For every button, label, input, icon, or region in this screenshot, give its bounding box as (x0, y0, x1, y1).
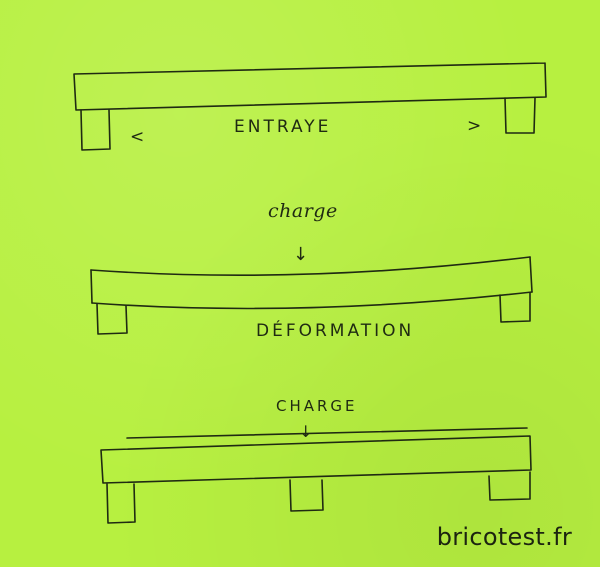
site-watermark: bricotest.fr (436, 523, 572, 551)
support-3-left (106, 483, 136, 524)
entraxe-label: ENTRAYE (234, 117, 332, 137)
load-label-1: charge (268, 200, 338, 222)
span-arrow-right: > (467, 116, 485, 136)
support-3-middle (289, 479, 324, 512)
span-arrow-left: < (130, 127, 148, 147)
beam-2-ends (90, 256, 533, 304)
beam-1 (73, 62, 547, 111)
beam-2-top (90, 256, 531, 277)
support-3-right (488, 471, 531, 501)
support-1-right (504, 97, 536, 134)
beam-2-bottom (91, 291, 533, 310)
load-arrow-1: ↓ (293, 244, 312, 265)
beam-diagram-2 (90, 256, 533, 335)
deformation-label: DÉFORMATION (256, 321, 415, 341)
load-label-2: CHARGE (276, 397, 358, 415)
beam-3 (100, 427, 532, 484)
beam-diagram-1 (73, 62, 547, 151)
support-2-right (499, 292, 531, 323)
support-1-left (80, 109, 111, 151)
beam-diagram-3 (100, 427, 532, 524)
load-arrow-2: ↓ (299, 422, 316, 441)
support-2-left (96, 303, 128, 335)
